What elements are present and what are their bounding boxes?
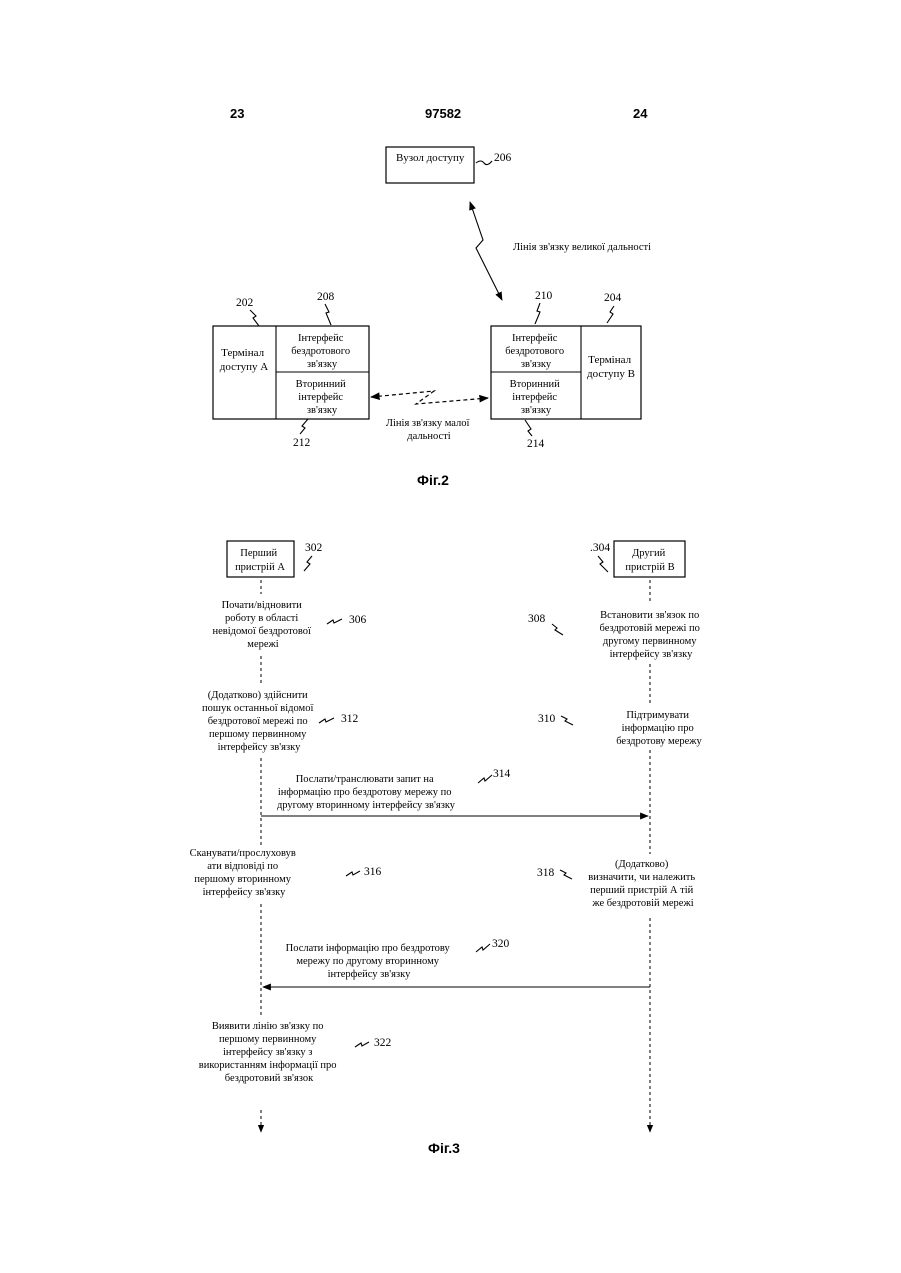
ref-310: 310 <box>538 713 556 725</box>
terminal-b-label: Термінал доступу В <box>587 354 635 380</box>
terminal-b: Інтерфейс бездротового зв'язку Вторинний… <box>491 290 641 450</box>
terminal-a: Термінал доступу А Інтерфейс бездротовог… <box>213 291 369 449</box>
ref-leader <box>478 775 492 783</box>
ref-308: 308 <box>528 613 546 625</box>
short-range-link-label: Лінія зв'язку малої дальності <box>386 418 472 442</box>
fig2-caption: Фіг.2 <box>417 472 449 488</box>
ref-210: 210 <box>535 290 553 302</box>
ref-leader <box>325 304 331 325</box>
ref-leader <box>476 161 492 165</box>
fig3-diagram: Перший пристрій А 302 Другий пристрій В … <box>190 541 703 1156</box>
short-range-link-arrow <box>371 391 488 404</box>
terminal-a-secondary-if-label: Вторинний інтерфейс зв'язку <box>296 379 349 416</box>
ref-212: 212 <box>293 437 311 449</box>
fig3-caption: Фіг.3 <box>428 1140 460 1156</box>
ref-leader <box>327 619 342 624</box>
step-320-text: Послати інформацію про бездротову мережу… <box>286 943 453 980</box>
ref-202: 202 <box>236 297 254 309</box>
ref-318: 318 <box>537 867 555 879</box>
ref-208: 208 <box>317 291 335 303</box>
ref-312: 312 <box>341 713 359 725</box>
device-b-label: Другий пристрій В <box>625 548 674 573</box>
ref-304: .304 <box>590 542 610 554</box>
step-312-text: (Додатково) здійснити пошук останньої ві… <box>202 690 316 753</box>
step-314-text: Послати/транслювати запит на інформацію … <box>277 774 456 811</box>
terminal-a-label: Термінал доступу А <box>220 347 269 373</box>
ref-leader <box>250 310 259 326</box>
ref-214: 214 <box>527 438 545 450</box>
step-306-text: Почати/відновити роботу в області невідо… <box>212 600 313 650</box>
ref-leader <box>535 303 540 324</box>
ref-leader <box>561 716 573 725</box>
device-a-label: Перший пристрій А <box>235 548 285 573</box>
ref-320: 320 <box>492 938 510 950</box>
ref-leader <box>552 624 563 635</box>
step-308-text: Встановити зв'язок по бездротовій мережі… <box>600 610 703 660</box>
fig2-diagram: Вузол доступу 206 Лінія зв'язку великої … <box>213 147 651 488</box>
device-b: Другий пристрій В .304 <box>590 541 685 577</box>
access-node-label: Вузол доступу <box>396 152 465 164</box>
ref-leader <box>355 1042 369 1047</box>
ref-leader <box>560 870 572 879</box>
terminal-b-secondary-if-label: Вторинний інтерфейс зв'язку <box>510 379 563 416</box>
ref-322: 322 <box>374 1037 392 1049</box>
long-range-link-arrow <box>470 202 502 300</box>
ref-leader <box>300 419 308 434</box>
ref-306: 306 <box>349 614 367 626</box>
ref-302: 302 <box>305 542 323 554</box>
ref-leader <box>525 420 532 436</box>
ref-leader <box>598 556 608 572</box>
step-310-text: Підтримувати інформацію про бездротову м… <box>616 710 702 747</box>
step-316-text: Сканувати/прослуховув ати відповіді по п… <box>190 848 299 898</box>
long-range-link-label: Лінія зв'язку великої дальності <box>513 242 651 253</box>
terminal-b-wireless-if-label: Інтерфейс бездротового зв'язку <box>505 333 566 370</box>
ref-316: 316 <box>364 866 382 878</box>
ref-leader <box>304 556 312 571</box>
ref-314: 314 <box>493 768 511 780</box>
ref-leader <box>319 718 334 723</box>
access-node: Вузол доступу 206 <box>386 147 512 183</box>
ref-204: 204 <box>604 292 622 304</box>
ref-leader <box>607 306 614 323</box>
device-a: Перший пристрій А 302 <box>227 541 323 577</box>
step-322-text: Виявити лінію зв'язку по першому первинн… <box>199 1021 339 1084</box>
step-318-text: (Додатково) визначити, чи належить перши… <box>588 859 698 909</box>
ref-206: 206 <box>494 152 512 164</box>
ref-leader <box>476 944 490 952</box>
terminal-a-wireless-if-label: Інтерфейс бездротового зв'язку <box>291 333 352 370</box>
ref-leader <box>346 871 360 876</box>
